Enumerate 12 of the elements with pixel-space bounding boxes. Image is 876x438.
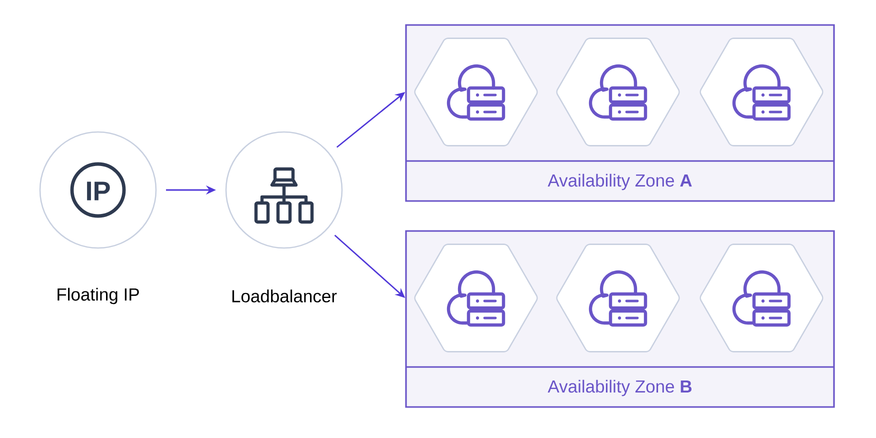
hexagon-node bbox=[700, 244, 824, 352]
hexagon-node bbox=[556, 244, 680, 352]
circle-node bbox=[39, 131, 157, 304]
zone-label: Availability Zone A bbox=[548, 174, 692, 190]
hexagon-node bbox=[556, 38, 680, 146]
node-label: Floating IP bbox=[58, 288, 139, 304]
hexagon-node bbox=[414, 244, 538, 352]
hexagon-node bbox=[700, 38, 824, 146]
hexagon-node bbox=[414, 38, 538, 146]
circle-node bbox=[225, 131, 343, 302]
node-label: Loadbalancer bbox=[232, 290, 337, 302]
zone-label: Availability Zone B bbox=[548, 380, 692, 396]
